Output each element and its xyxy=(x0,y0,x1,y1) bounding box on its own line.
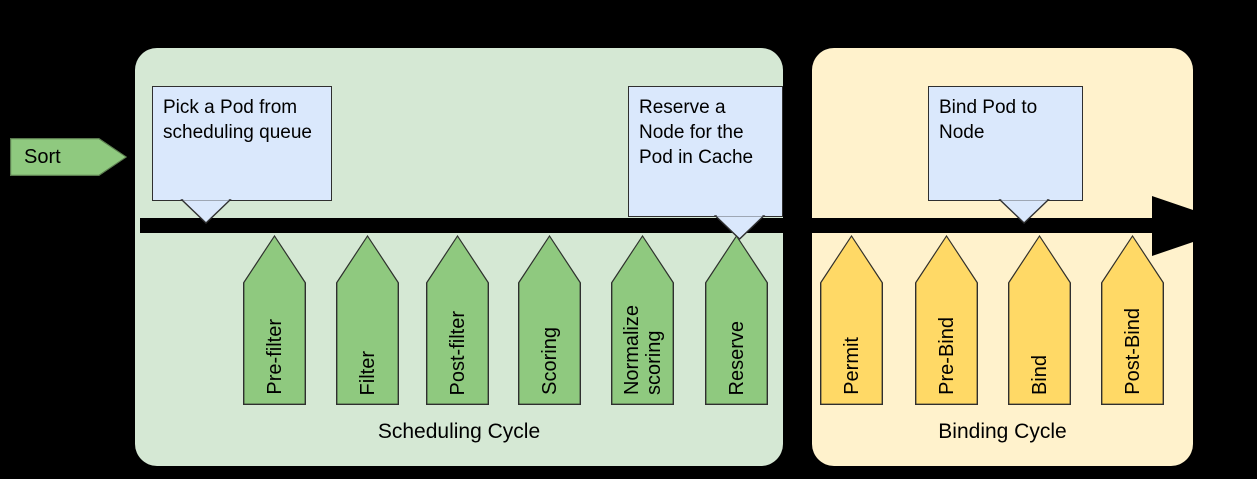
binding-cycle-label: Binding Cycle xyxy=(938,420,1067,443)
plugin-label: Reserve xyxy=(725,320,748,395)
callout-tail-icon xyxy=(180,197,232,224)
callout-bind-pod: Bind Pod to Node xyxy=(928,86,1083,224)
sort-stage-label: Sort xyxy=(24,145,61,168)
callout-reserve-node: Reserve a Node for the Pod in Cache xyxy=(628,86,783,240)
plugin-label: Scoring xyxy=(538,327,561,395)
scheduling-cycle-label: Scheduling Cycle xyxy=(377,420,541,443)
sort-stage-arrow: Sort xyxy=(10,138,127,176)
plugin-label: Bind xyxy=(1028,354,1051,395)
timeline-arrowhead-icon xyxy=(1152,196,1240,256)
callout-box xyxy=(928,86,1083,201)
callout-text: Reserve a Node for the Pod in Cache xyxy=(639,97,754,168)
callout-text: Bind Pod to Node xyxy=(939,97,1038,143)
plugin-label: Normalize scoring xyxy=(620,304,665,395)
plugin-label: Pre-Bind xyxy=(935,317,958,395)
callout-text: Pick a Pod from scheduling queue xyxy=(163,97,312,143)
plugin-label: Post-Bind xyxy=(1121,308,1144,395)
plugin-label: Filter xyxy=(356,350,379,395)
callout-pick-pod: Pick a Pod from scheduling queue xyxy=(152,86,332,224)
callout-tail-icon xyxy=(713,213,766,240)
callout-box xyxy=(152,86,332,201)
plugin-label: Pre-filter xyxy=(263,319,286,395)
callout-box xyxy=(628,86,783,217)
plugin-label: Permit xyxy=(840,337,863,395)
timeline-bar xyxy=(140,218,1200,233)
callout-tail-icon xyxy=(998,197,1050,224)
plugin-label: Post-filter xyxy=(446,310,469,395)
